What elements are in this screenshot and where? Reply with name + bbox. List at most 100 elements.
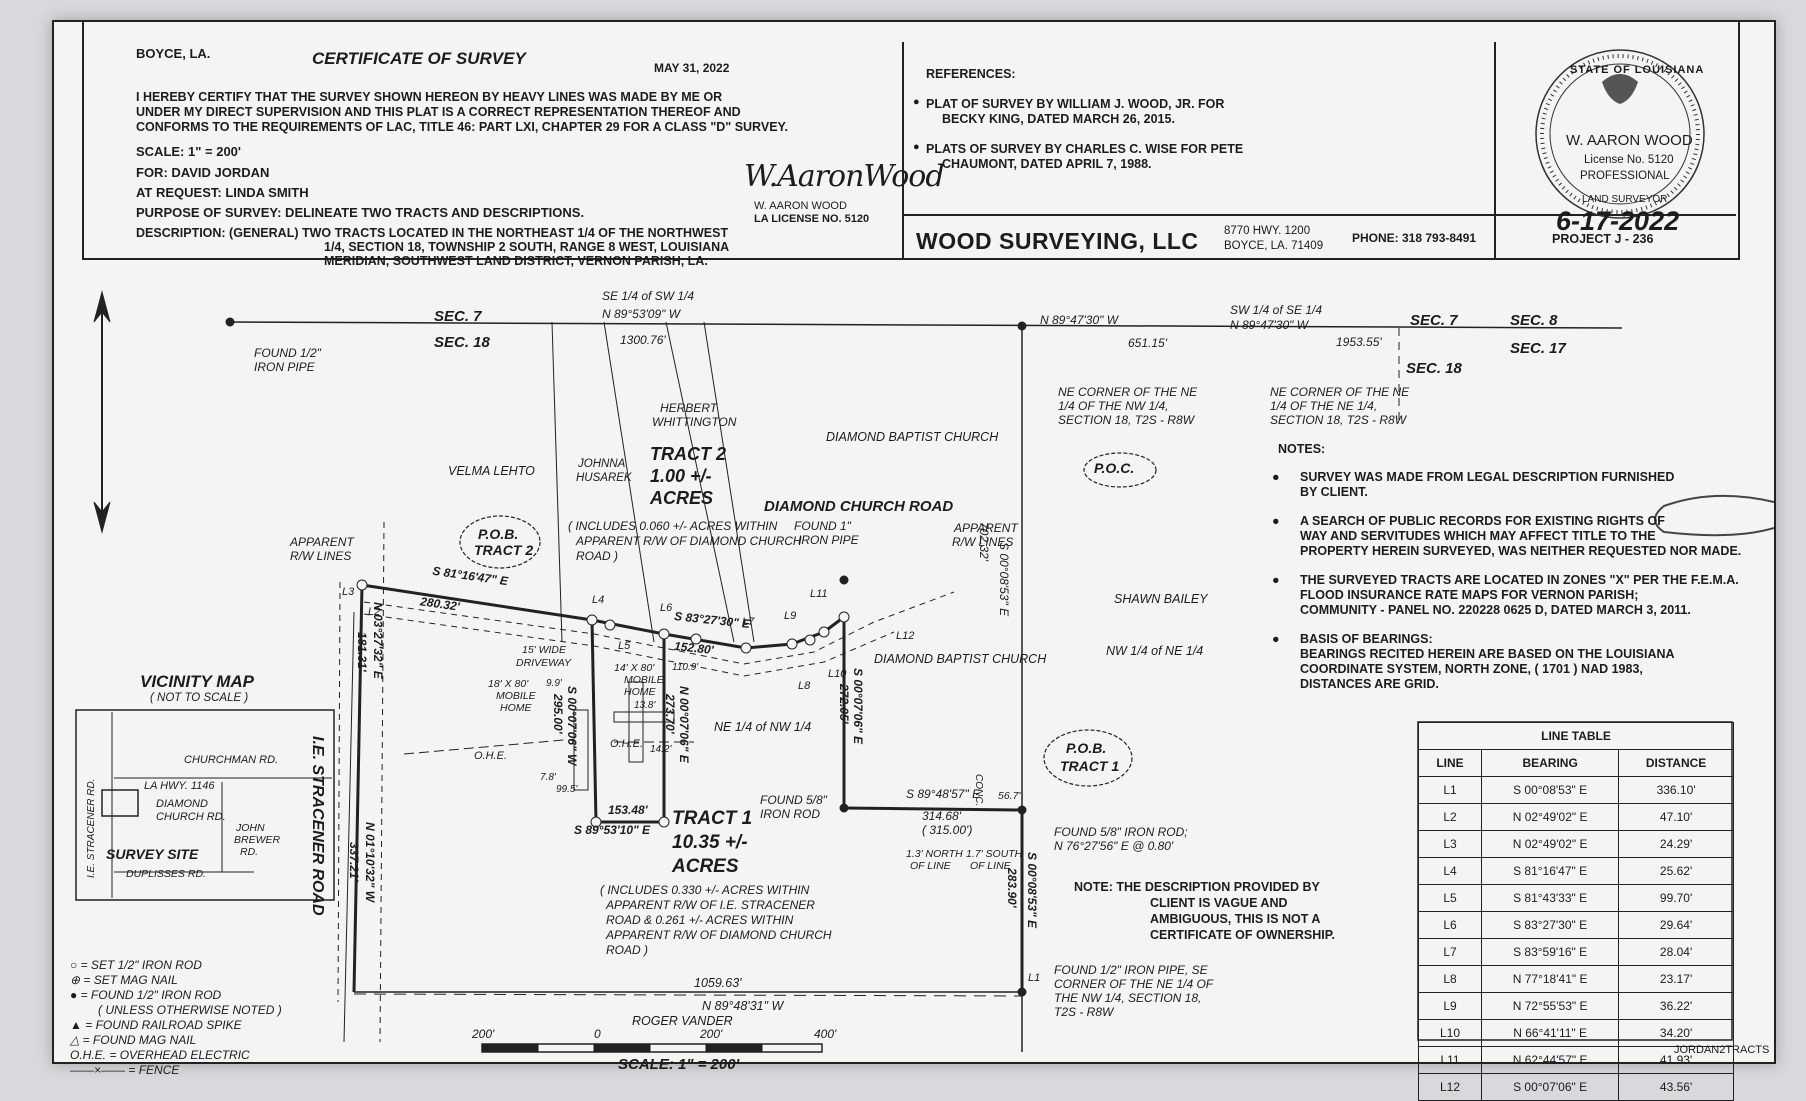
vicinity-title: VICINITY MAP <box>140 672 254 691</box>
legend-item: ▲ = FOUND RAILROAD SPIKE <box>70 1018 282 1033</box>
company-address-2: BOYCE, LA. 71409 <box>1224 240 1324 252</box>
distance-181: 181.31' <box>355 632 369 672</box>
vicinity-john-1: JOHN <box>236 822 265 834</box>
table-cell: L5 <box>1417 884 1483 912</box>
note-bullet: ● <box>1272 573 1280 587</box>
file-name: JORDAN2TRACTS <box>1674 1044 1770 1056</box>
for-line: FOR: DAVID JORDAN <box>136 165 270 180</box>
table-cell: 28.04' <box>1618 938 1734 966</box>
reference-1-line-2: BECKY KING, DATED MARCH 26, 2015. <box>942 112 1175 126</box>
bearing-s8948: S 89°48'57" E <box>906 787 981 801</box>
scale-200-right: 200' <box>700 1027 723 1041</box>
diamond-church-top: DIAMOND BAPTIST CHURCH <box>826 430 999 444</box>
found-pipe-nw-2: IRON PIPE <box>254 360 315 374</box>
license-line: LA LICENSE NO. 5120 <box>754 213 870 225</box>
table-cell: L3 <box>1417 830 1483 858</box>
distance-1953: 1953.55' <box>1336 335 1382 349</box>
shawn-bailey: SHAWN BAILEY <box>1114 592 1208 606</box>
seal-professional: PROFESSIONAL <box>1580 170 1670 182</box>
bearing-s0007b: S 00°07'06" E <box>851 668 865 745</box>
company-phone: PHONE: 318 793-8491 <box>1352 231 1477 245</box>
company-address-1: 8770 HWY. 1200 <box>1224 225 1311 237</box>
reference-2-line-1: PLATS OF SURVEY BY CHARLES C. WISE FOR P… <box>926 142 1244 156</box>
pob1-2: TRACT 1 <box>1060 758 1120 774</box>
scale-line: SCALE: 1" = 200' <box>136 144 241 159</box>
note-line: THE SURVEYED TRACTS ARE LOCATED IN ZONES… <box>1300 573 1739 587</box>
label-L6: L6 <box>660 602 673 614</box>
tract1-note-2: APPARENT R/W OF I.E. STRACENER <box>606 898 815 912</box>
vicinity-hwy: LA HWY. 1146 <box>144 780 215 792</box>
seal-hand-date: 6-17-2022 <box>1556 206 1680 236</box>
note-line: WAY AND SERVITUDES WHICH MAY AFFECT TITL… <box>1300 529 1656 543</box>
note-line: SURVEY WAS MADE FROM LEGAL DESCRIPTION F… <box>1300 470 1675 484</box>
legend-text: = FOUND 1/2" IRON ROD <box>80 988 222 1002</box>
scale-400: 400' <box>814 1027 837 1041</box>
legend-item: ● = FOUND 1/2" IRON ROD <box>70 988 282 1003</box>
line-table-header: LINE <box>1417 749 1483 777</box>
south-line-2: OF LINE <box>970 860 1011 872</box>
table-cell: 25.62' <box>1618 857 1734 885</box>
desc-note-4: CERTIFICATE OF OWNERSHIP. <box>1150 928 1335 942</box>
distance-295: 295.00' <box>551 694 565 734</box>
label-L1: L1 <box>1028 972 1041 984</box>
legend-item: △ = FOUND MAG NAIL <box>70 1033 282 1048</box>
label-L4: L4 <box>592 594 605 606</box>
notes-list: ● SURVEY WAS MADE FROM LEGAL DESCRIPTION … <box>1272 470 1741 692</box>
line-table-header: DISTANCE <box>1618 749 1734 777</box>
table-cell: N 62°44'57" E <box>1481 1046 1620 1074</box>
desc-note-1: NOTE: THE DESCRIPTION PROVIDED BY <box>1074 880 1320 894</box>
ohe-2: O.H.E. <box>610 738 644 750</box>
bearing-n0110: N 01°10'32" W <box>363 822 377 903</box>
signature: W.AaronWood <box>744 159 945 194</box>
survey-sheet: BOYCE, LA. CERTIFICATE OF SURVEY MAY 31,… <box>52 20 1776 1101</box>
table-cell: 36.22' <box>1618 992 1734 1020</box>
found58-b-2: N 76°27'56" E @ 0.80' <box>1054 839 1174 853</box>
se-sw-label: SE 1/4 of SW 1/4 <box>602 289 695 303</box>
ne-corner-nw-2: 1/4 OF THE NW 1/4, <box>1058 399 1169 413</box>
label-L2: L2 <box>368 606 381 618</box>
sec7-left: SEC. 7 <box>434 308 482 325</box>
note-line: COORDINATE SYSTEM, NORTH ZONE, ( 1701 ) … <box>1300 662 1643 676</box>
desc-note-2: CLIENT IS VAGUE AND <box>1150 896 1288 910</box>
legend-text: = OVERHEAD ELECTRIC <box>109 1048 250 1062</box>
table-cell: L11 <box>1417 1046 1483 1074</box>
herbert-1: HERBERT <box>660 401 718 415</box>
table-cell: 99.70' <box>1618 884 1734 912</box>
apparent-rw-right-2: R/W LINES <box>952 535 1014 549</box>
table-cell: 47.10' <box>1618 803 1734 831</box>
seal-ring-bottom: LAND SURVEYOR <box>1582 194 1668 205</box>
table-cell: N 72°55'53" E <box>1481 992 1620 1020</box>
tract1-2: 10.35 +/- <box>672 832 748 853</box>
roger-vander: ROGER VANDER <box>632 1014 733 1028</box>
references-title: REFERENCES: <box>926 67 1016 81</box>
legend-text: = FOUND MAG NAIL <box>82 1033 197 1047</box>
reference-bullet-1: ● <box>913 96 920 108</box>
reference-2-line-2: CHAUMONT, DATED APRIL 7, 1988. <box>942 157 1152 171</box>
sw-se-label: SW 1/4 of SE 1/4 <box>1230 303 1323 317</box>
vicinity-ie: I.E. STRACENER RD. <box>86 778 97 878</box>
table-cell: 41.93' <box>1618 1046 1734 1074</box>
company-bar-top <box>902 214 1736 216</box>
poc-label: P.O.C. <box>1094 460 1135 476</box>
dim-78: 7.8' <box>540 772 556 783</box>
vicinity-john-2: BREWER <box>234 834 281 846</box>
legend: ○ = SET 1/2" IRON ROD ⊕ = SET MAG NAIL ●… <box>70 958 282 1078</box>
legend-text: = SET MAG NAIL <box>83 973 178 987</box>
table-cell: L10 <box>1417 1019 1483 1047</box>
vicinity-duplisses: DUPLISSES RD. <box>126 868 206 880</box>
distance-1059: 1059.63' <box>694 976 742 990</box>
legend-item: ⊕ = SET MAG NAIL <box>70 973 282 988</box>
note-item: ●BASIS OF BEARINGS:BEARINGS RECITED HERE… <box>1272 632 1741 692</box>
tract1-note-3: ROAD & 0.261 +/- ACRES WITHIN <box>606 913 794 927</box>
legend-text: = SET 1/2" IRON ROD <box>80 958 202 972</box>
north-line-2: OF LINE <box>910 860 951 872</box>
note-line: BEARINGS RECITED HEREIN ARE BASED ON THE… <box>1300 647 1675 661</box>
mobile14-3: HOME <box>624 686 656 698</box>
bearing-n0007: N 00°07'06" E <box>677 686 691 763</box>
sec18-left: SEC. 18 <box>434 334 490 351</box>
tract2-note-3: ROAD ) <box>576 549 618 563</box>
